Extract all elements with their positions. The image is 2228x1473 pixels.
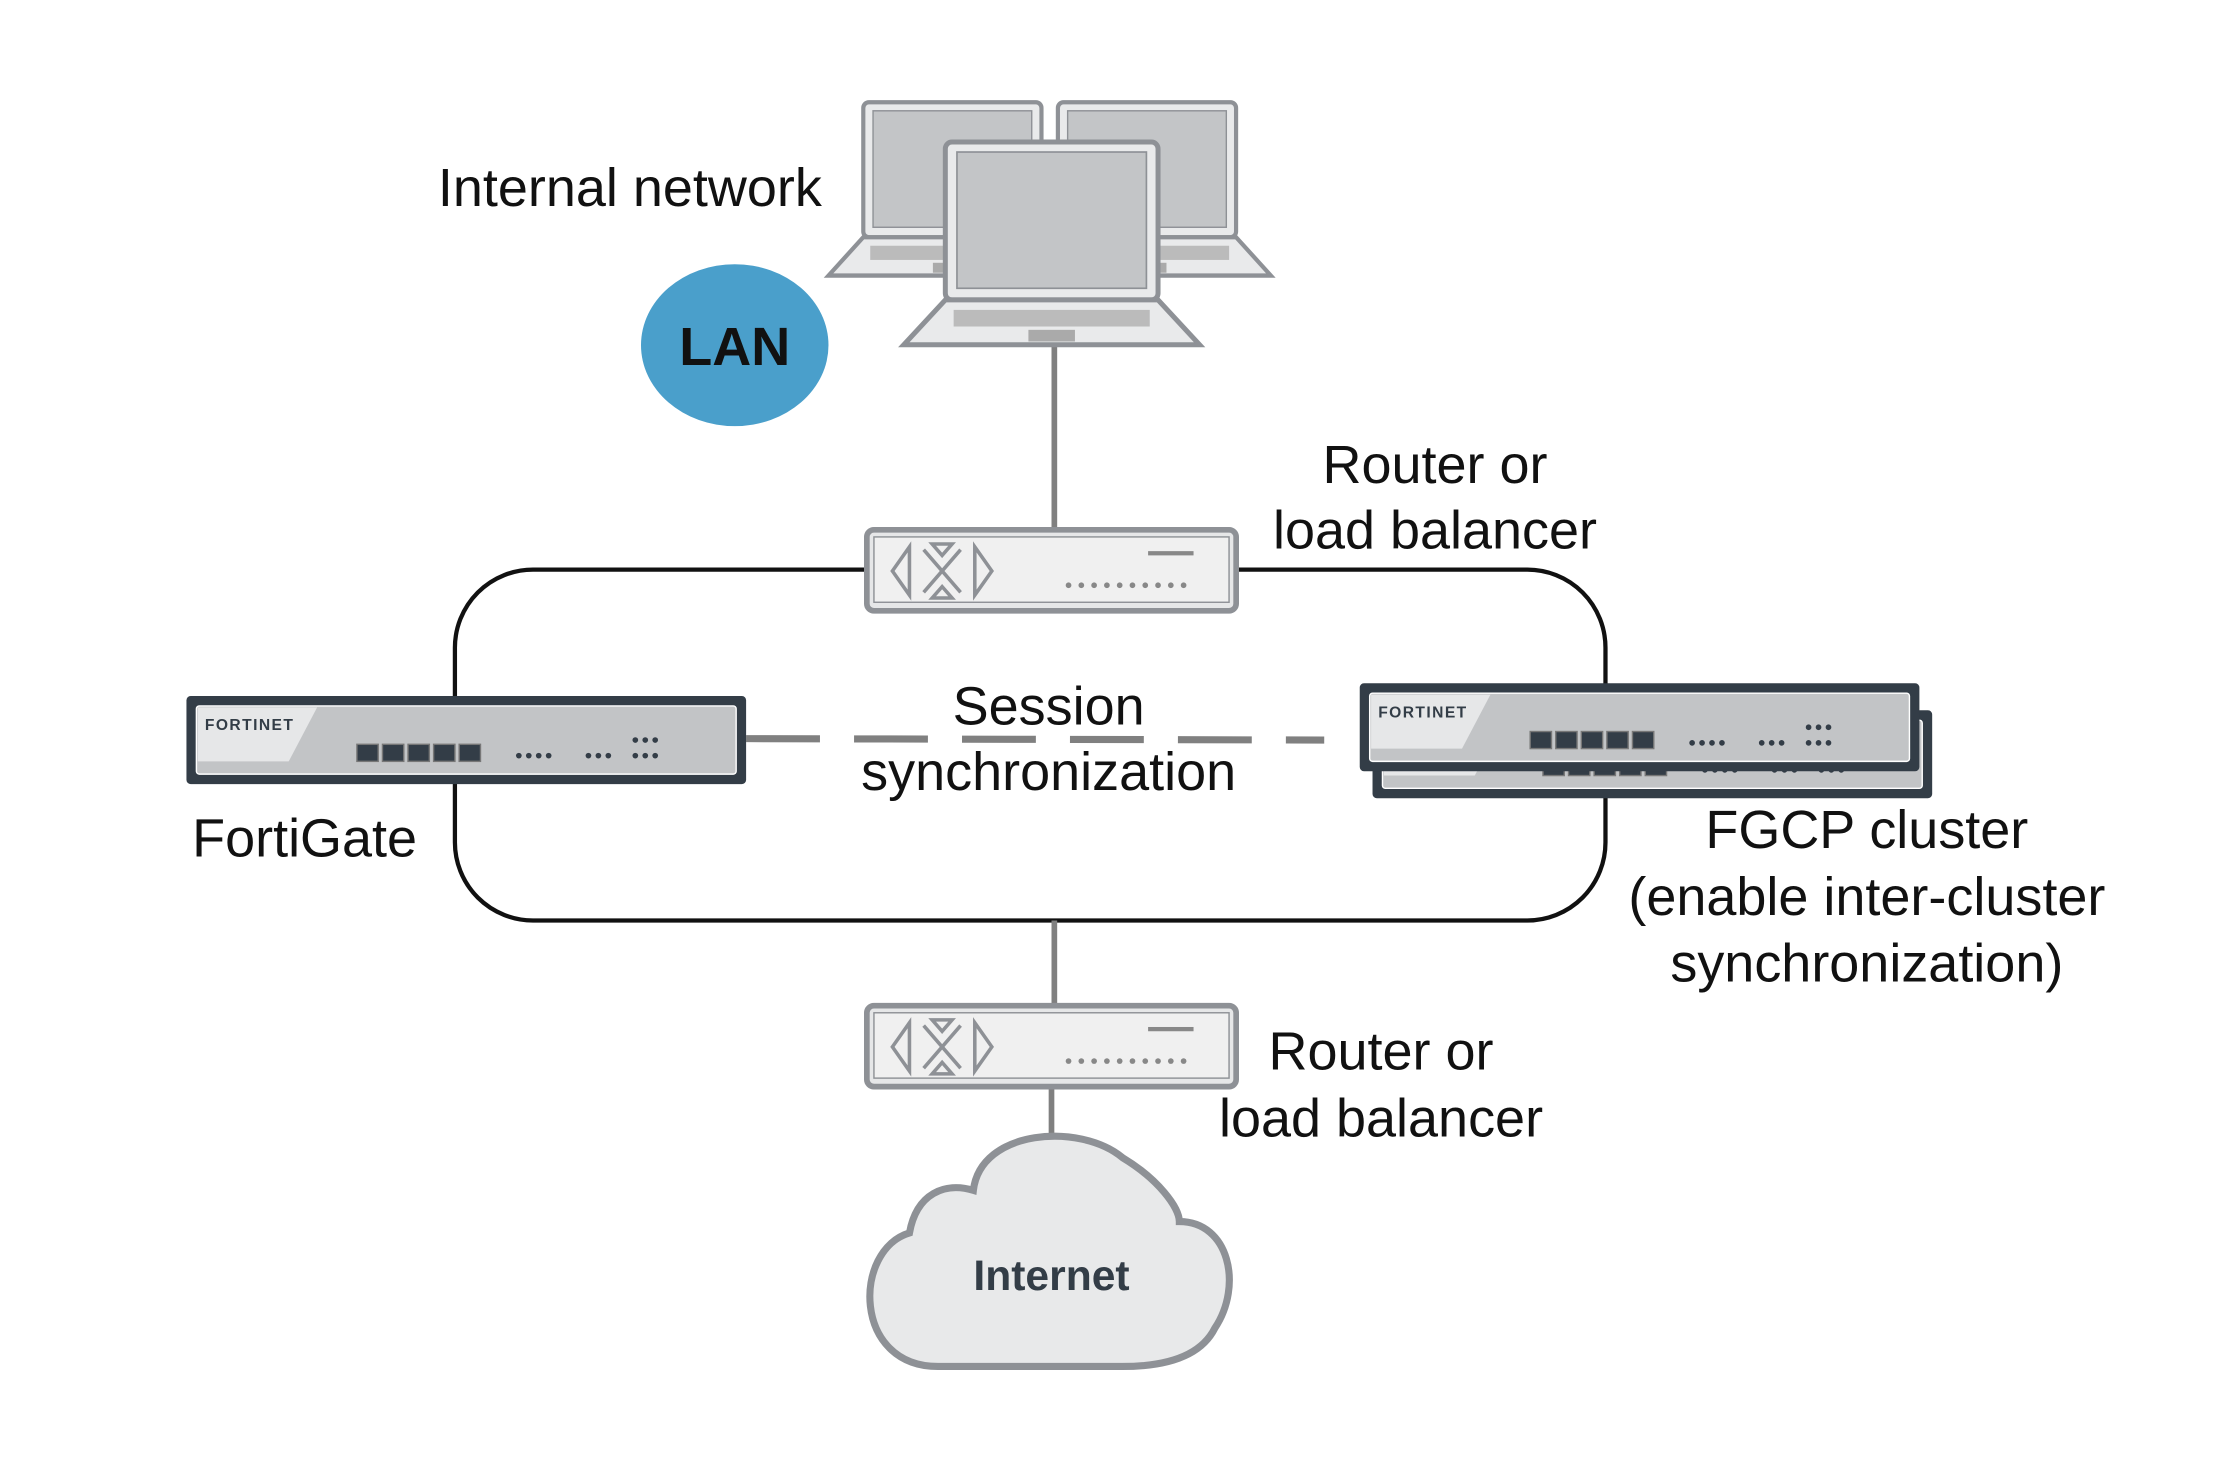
session-sync-label-1: Session <box>953 676 1145 736</box>
fortigate-label: FortiGate <box>192 809 417 869</box>
lan-label: LAN <box>679 317 790 377</box>
router-top-label-1: Router or <box>1323 435 1548 495</box>
session-sync-label-2: synchronization <box>861 742 1236 802</box>
router-top <box>867 530 1236 611</box>
router-bottom <box>867 1006 1236 1087</box>
fgcp-label-2: (enable inter-cluster <box>1628 867 2105 927</box>
fortigate-brand-logo: FORTINET <box>205 717 294 734</box>
internet-cloud-icon: Internet <box>866 1132 1233 1371</box>
fgcp-brand-logo: FORTINET <box>1378 704 1467 721</box>
fgcp-label-1: FGCP cluster <box>1705 800 2028 860</box>
internal-network-label: Internal network <box>438 158 823 218</box>
lan-badge: LAN <box>640 264 829 427</box>
fgcp-label-3: synchronization) <box>1670 934 2063 994</box>
session-sync-link <box>746 735 1325 744</box>
fortigate-device <box>185 695 747 785</box>
internal-network-laptops <box>828 102 1270 345</box>
router-bottom-label-2: load balancer <box>1219 1088 1543 1148</box>
internet-label: Internet <box>973 1252 1129 1300</box>
router-bottom-label-1: Router or <box>1269 1022 1494 1082</box>
fgcp-cluster-devices <box>1359 682 1933 799</box>
router-top-label-2: load balancer <box>1273 500 1597 560</box>
